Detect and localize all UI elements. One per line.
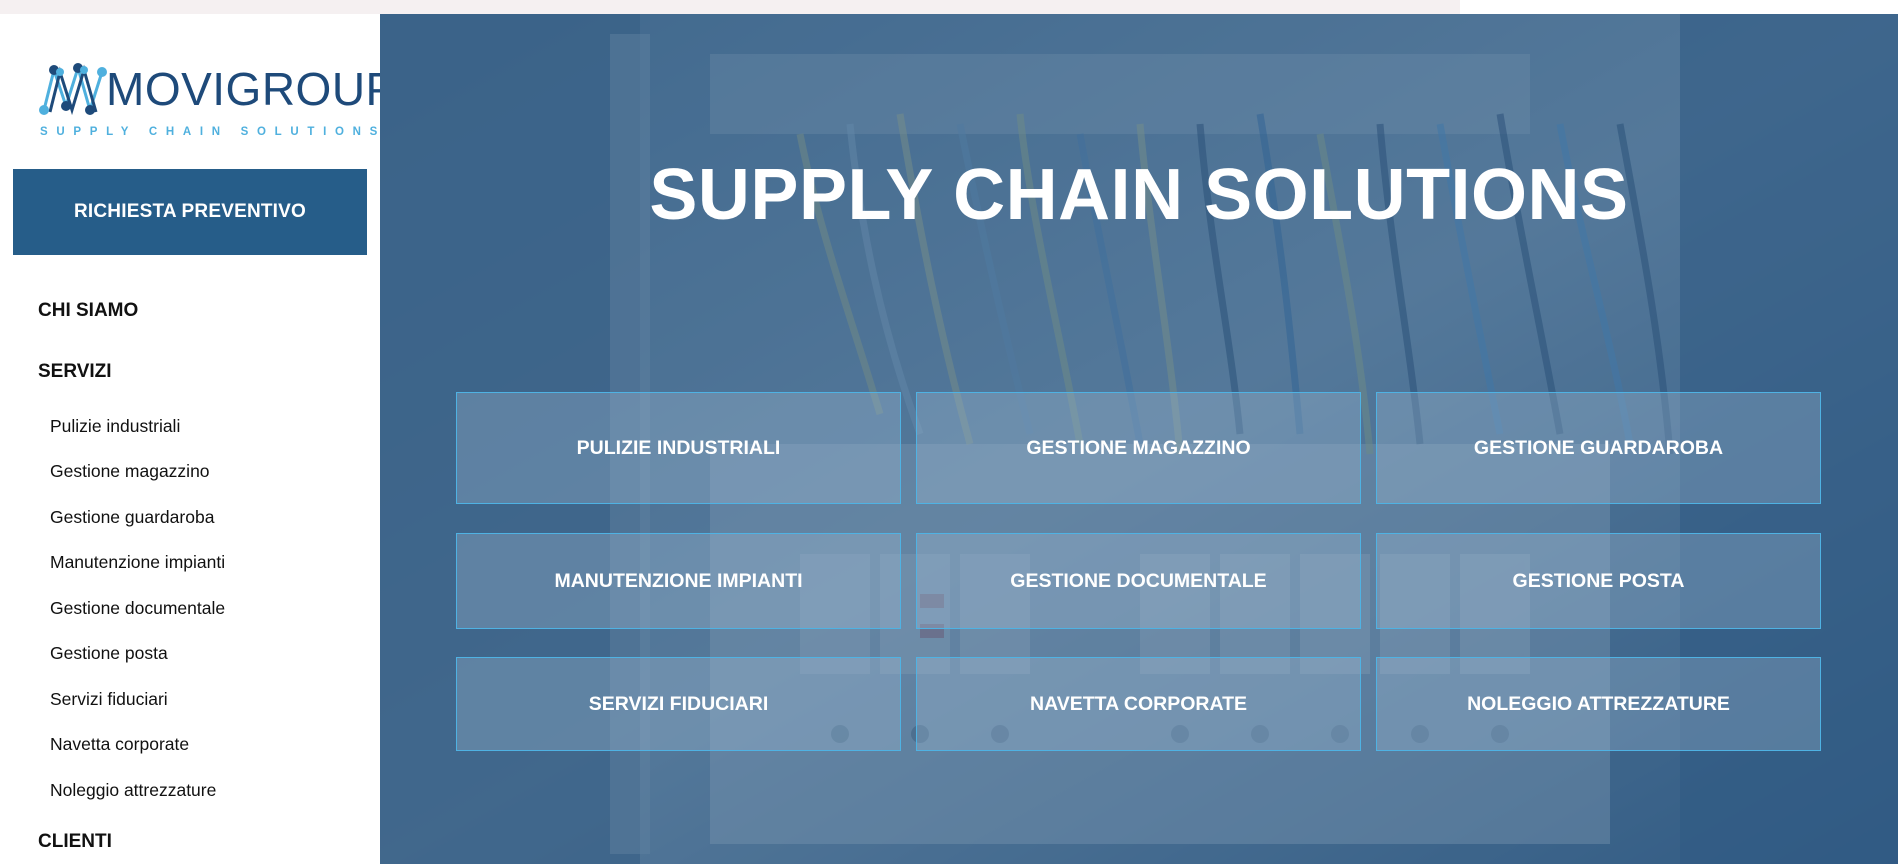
- service-card-gestione-magazzino[interactable]: GESTIONE MAGAZZINO: [916, 392, 1361, 504]
- logo-wordmark: MOVIGROUP: [106, 63, 397, 115]
- nav-sub-gestione-magazzino[interactable]: Gestione magazzino: [50, 461, 210, 481]
- movigroup-logo[interactable]: MOVIGROUP SUPPLY CHAIN SOLUTIONS: [38, 54, 396, 150]
- service-card-gestione-documentale[interactable]: GESTIONE DOCUMENTALE: [916, 533, 1361, 629]
- top-strip: [0, 0, 1460, 14]
- nav-sub-gestione-posta[interactable]: Gestione posta: [50, 643, 168, 663]
- sidebar: MOVIGROUP SUPPLY CHAIN SOLUTIONS RICHIES…: [0, 14, 396, 864]
- logo-network-icon: [39, 62, 107, 116]
- hero-section: SUPPLY CHAIN SOLUTIONS PULIZIE INDUSTRIA…: [380, 14, 1898, 864]
- service-card-manutenzione-impianti[interactable]: MANUTENZIONE IMPIANTI: [456, 533, 901, 629]
- nav-servizi[interactable]: SERVIZI: [38, 361, 112, 382]
- service-card-pulizie-industriali[interactable]: PULIZIE INDUSTRIALI: [456, 392, 901, 504]
- nav-clienti[interactable]: CLIENTI: [38, 831, 112, 852]
- nav-chi-siamo[interactable]: CHI SIAMO: [38, 300, 139, 321]
- hero-overlay: [380, 14, 1898, 864]
- logo-tagline: SUPPLY CHAIN SOLUTIONS: [40, 126, 387, 138]
- nav-sub-navetta-corporate[interactable]: Navetta corporate: [50, 734, 190, 754]
- nav-sub-gestione-guardaroba[interactable]: Gestione guardaroba: [50, 507, 215, 527]
- richiesta-preventivo-button[interactable]: RICHIESTA PREVENTIVO: [13, 169, 367, 255]
- service-card-noleggio-attrezzature[interactable]: NOLEGGIO ATTREZZATURE: [1376, 657, 1821, 751]
- nav-sub-manutenzione-impianti[interactable]: Manutenzione impianti: [50, 552, 226, 572]
- nav-sub-servizi-fiduciari[interactable]: Servizi fiduciari: [50, 689, 168, 709]
- service-card-gestione-posta[interactable]: GESTIONE POSTA: [1376, 533, 1821, 629]
- service-card-navetta-corporate[interactable]: NAVETTA CORPORATE: [916, 657, 1361, 751]
- service-card-servizi-fiduciari[interactable]: SERVIZI FIDUCIARI: [456, 657, 901, 751]
- service-card-gestione-guardaroba[interactable]: GESTIONE GUARDAROBA: [1376, 392, 1821, 504]
- hero-title: SUPPLY CHAIN SOLUTIONS: [649, 155, 1629, 235]
- nav-sub-noleggio-attrezzature[interactable]: Noleggio attrezzature: [50, 780, 217, 800]
- nav-sub-gestione-documentale[interactable]: Gestione documentale: [50, 598, 226, 618]
- nav-sub-pulizie-industriali[interactable]: Pulizie industriali: [50, 416, 181, 436]
